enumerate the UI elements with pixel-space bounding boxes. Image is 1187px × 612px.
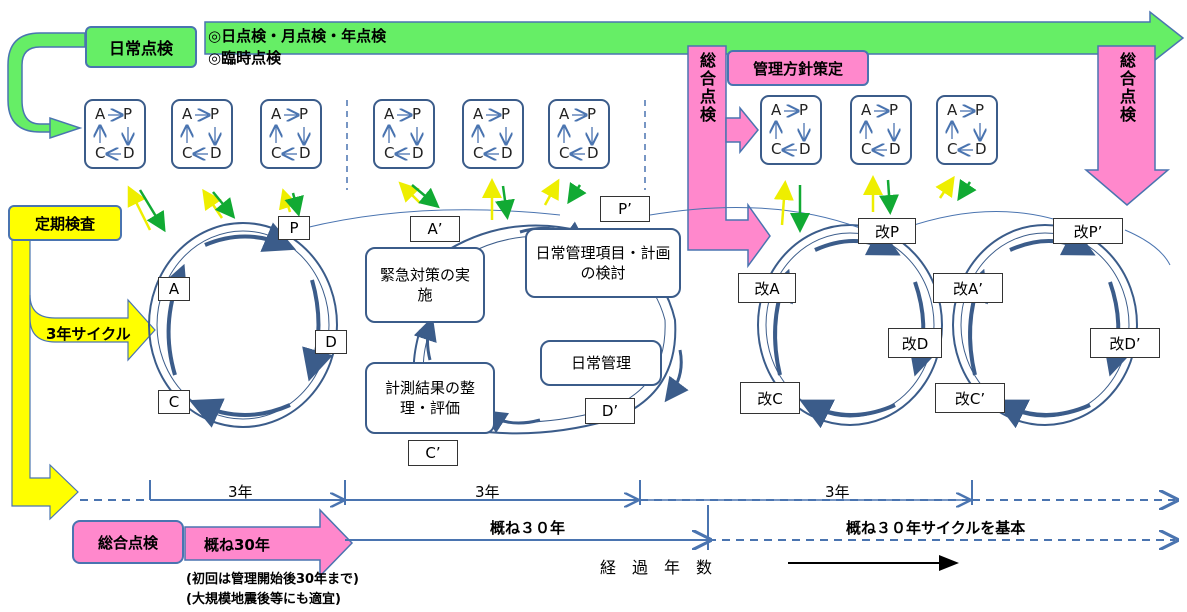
pdca-a: A	[771, 101, 782, 119]
cycle-2-d: D’	[585, 398, 635, 424]
comprehensive-bottom-arrow	[184, 508, 354, 578]
pdca-c: C	[473, 144, 484, 162]
periodic-cycle-label: 3年サイクル	[46, 325, 131, 343]
timeline-seg3: 3年	[825, 483, 850, 501]
pdca-a: A	[947, 101, 958, 119]
pdca-p: P	[799, 101, 809, 119]
pdca-c: C	[947, 140, 958, 158]
pdca-d: D	[501, 144, 513, 162]
pdca-a: A	[182, 105, 193, 123]
comprehensive-bottom-approx: 概ね30年	[204, 536, 270, 554]
cycle-4-ring	[952, 224, 1138, 429]
pdca-p: P	[210, 105, 220, 123]
cycle-2-emergency: 緊急対策の実施	[365, 247, 485, 323]
comprehensive-mid-branch	[725, 105, 759, 155]
comprehensive-bottom-label: 総合点検	[72, 520, 184, 564]
cycle-2-a: A’	[410, 216, 460, 242]
pdca-p: P	[123, 105, 133, 123]
connector-1-2	[304, 209, 561, 229]
pdca-d: D	[412, 144, 424, 162]
cycle-3-a: 改A	[738, 273, 796, 303]
cycle-3-p: 改P	[858, 218, 916, 244]
comprehensive-top-label: 総合点検	[1117, 52, 1136, 124]
cycle-3-c: 改C	[740, 382, 800, 414]
timeline-30yr	[345, 505, 1175, 550]
pdca-c: C	[771, 140, 782, 158]
timeline-seg1: 3年	[228, 483, 253, 501]
pdca-a: A	[384, 105, 395, 123]
daily-inspection-arrow	[204, 10, 1185, 66]
pdca-p: P	[889, 101, 899, 119]
pdca-c: C	[384, 144, 395, 162]
timeline-approx30: 概ね３０年	[490, 519, 566, 537]
daily-inspection-line2: ◎臨時点検	[208, 49, 282, 67]
cycle-1-a: A	[158, 277, 190, 301]
cycle-2-c: C’	[408, 440, 458, 466]
pdca-d: D	[587, 144, 599, 162]
pdca-d: D	[799, 140, 811, 158]
cycle-2-evaluate: 計測結果の整理・評価	[365, 362, 495, 434]
pdca-c: C	[861, 140, 872, 158]
timeline-seg2: 3年	[475, 483, 500, 501]
pdca-p: P	[975, 101, 985, 119]
cycle-1-d: D	[315, 330, 347, 354]
periodic-3yr-arrow	[29, 294, 156, 362]
cycle-4-d: 改D’	[1090, 328, 1160, 358]
pdca-a: A	[271, 105, 282, 123]
pdca-a: A	[473, 105, 484, 123]
pdca-p: P	[587, 105, 597, 123]
cycle-2-daily-mgmt: 日常管理	[540, 340, 662, 386]
cycle-2-p: P’	[600, 196, 650, 222]
pdca-a: A	[861, 101, 872, 119]
cycle-4-c: 改C’	[935, 383, 1005, 413]
connector-2-3	[649, 206, 861, 229]
cycle-3-d: 改D	[888, 328, 942, 358]
daily-inspection-line1: ◎日点検・月点検・年点検	[208, 27, 387, 45]
yellow-green-arrows	[127, 175, 977, 233]
comprehensive-right-arrow	[1083, 45, 1171, 206]
pdca-a: A	[95, 105, 106, 123]
pdca-d: D	[210, 144, 222, 162]
cycle-1-p: P	[278, 216, 310, 240]
pdca-p: P	[501, 105, 511, 123]
comprehensive-bottom-note2: (大規模地震後等にも適宜)	[186, 592, 341, 607]
pdca-d: D	[889, 140, 901, 158]
pdca-a: A	[559, 105, 570, 123]
comprehensive-bottom-note1: (初回は管理開始後30年まで)	[186, 572, 359, 587]
cycle-4-p: 改P’	[1053, 218, 1123, 244]
pdca-d: D	[123, 144, 135, 162]
comprehensive-mid-label: 総合点検	[697, 52, 716, 124]
pdca-c: C	[182, 144, 193, 162]
periodic-label: 定期検査	[8, 205, 122, 241]
daily-inspection-label: 日常点検	[85, 26, 197, 68]
timeline-elapsed: 経 過 年 数	[600, 558, 713, 577]
timeline-3yr	[80, 480, 1175, 505]
cycle-2-review: 日常管理項目・計画の検討	[525, 228, 681, 298]
policy-label: 管理方針策定	[727, 50, 869, 86]
cycle-1-c: C	[158, 390, 190, 414]
cycle-4-a: 改A’	[933, 273, 1003, 303]
pdca-d: D	[975, 140, 987, 158]
pdca-c: C	[271, 144, 282, 162]
timeline-approx30-cycle: 概ね３０年サイクルを基本	[846, 519, 1026, 537]
pdca-c: C	[95, 144, 106, 162]
daily-inspection-curve-arrow	[7, 32, 86, 140]
pdca-p: P	[412, 105, 422, 123]
periodic-arrow	[11, 237, 79, 521]
pdca-d: D	[299, 144, 311, 162]
pdca-p: P	[299, 105, 309, 123]
pdca-c: C	[559, 144, 570, 162]
